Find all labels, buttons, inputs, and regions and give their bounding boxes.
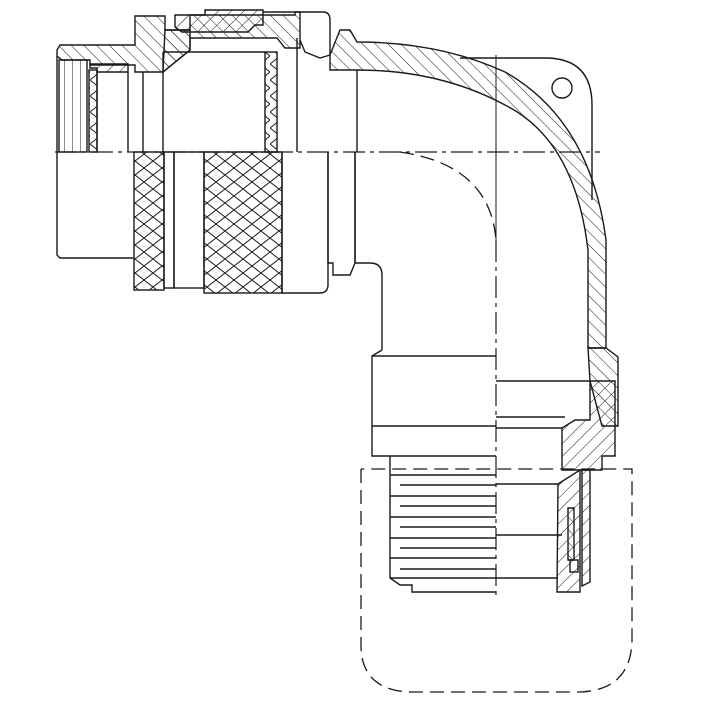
coupling-front-section [56,15,191,259]
mounting-lug [460,57,593,200]
mounting-hole-icon [551,77,573,99]
coupling-nut [133,151,356,294]
thread [389,456,562,593]
center-lines [55,55,600,600]
elbow-body [329,29,607,350]
coupling-nut-upper [162,9,331,153]
gland-nut [371,347,619,471]
cable-envelope [360,468,633,693]
seal [556,468,591,593]
